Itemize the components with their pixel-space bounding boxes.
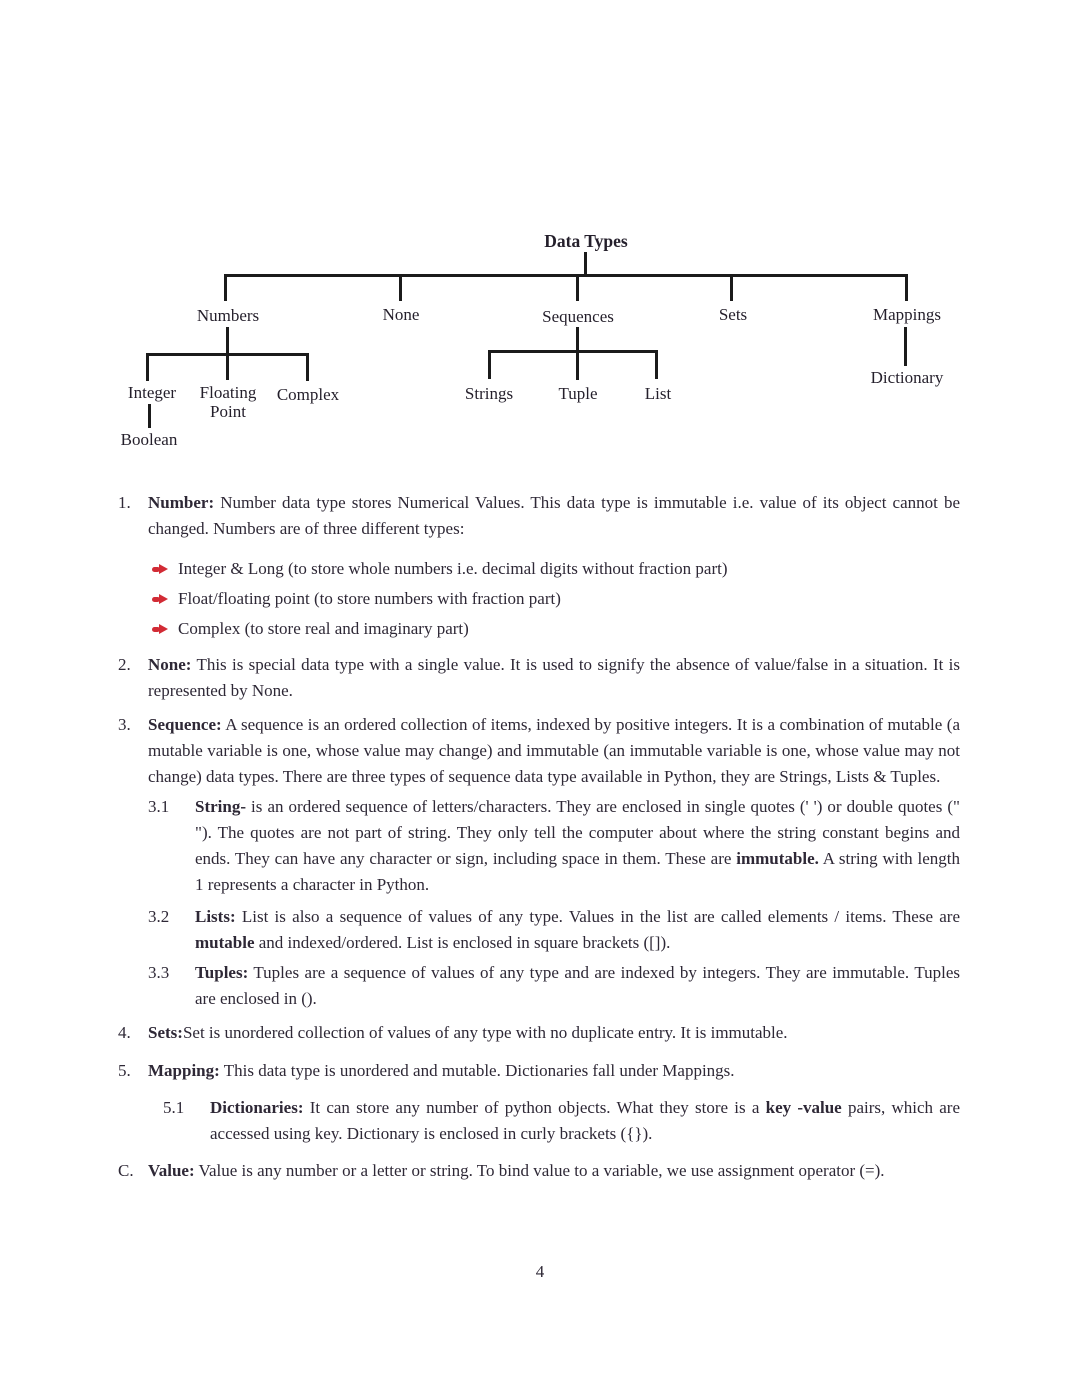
- item-text: This data type is unordered and mutable.…: [219, 1061, 735, 1080]
- tree-connector: [224, 274, 227, 301]
- list-item: Complex (to store real and imaginary par…: [152, 614, 960, 644]
- term-label: Dictionaries:: [210, 1098, 304, 1117]
- list-item: Float/floating point (to store numbers w…: [152, 584, 960, 614]
- tree-node-strings: Strings: [464, 384, 514, 403]
- list-item-string: 3.1 String- is an ordered sequence of le…: [118, 794, 960, 898]
- list-marker: 5.1: [163, 1098, 185, 1117]
- term-label: Tuples:: [195, 963, 249, 982]
- term-label: String-: [195, 797, 246, 816]
- red-arrow-bullet-icon: [152, 624, 178, 634]
- item-text: List is also a sequence of values of any…: [235, 907, 960, 926]
- item-text: Number data type stores Numerical Values…: [148, 493, 960, 538]
- term-label: None:: [148, 655, 192, 674]
- tree-node-integer: Integer: [127, 383, 177, 402]
- term-label: Sets:: [148, 1023, 183, 1042]
- tree-connector: [655, 350, 658, 379]
- term-label: Sequence:: [148, 715, 222, 734]
- list-item-number: 1. Number: Number data type stores Numer…: [118, 490, 960, 542]
- tree-connector: [905, 274, 908, 301]
- emphasis-text: mutable: [195, 933, 255, 952]
- tree-node-complex: Complex: [276, 385, 340, 404]
- list-marker: 4.: [118, 1023, 131, 1042]
- item-text: It can store any number of python object…: [303, 1098, 766, 1117]
- bullet-text: Float/floating point (to store numbers w…: [178, 589, 561, 608]
- list-marker: 3.1: [148, 797, 170, 816]
- item-text: and indexed/ordered. List is enclosed in…: [254, 933, 671, 952]
- tree-node-boolean: Boolean: [120, 430, 178, 449]
- list-item-sets: 4. Sets:Set is unordered collection of v…: [118, 1020, 960, 1046]
- item-text: Value is any number or a letter or strin…: [194, 1161, 885, 1180]
- tree-node-dictionary: Dictionary: [870, 368, 944, 387]
- list-item: Integer & Long (to store whole numbers i…: [152, 554, 960, 584]
- tree-node-floating-point: Floating Point: [199, 383, 257, 421]
- item-text: A string with length 1 represents a char…: [195, 849, 960, 894]
- red-arrow-bullet-icon: [152, 594, 178, 604]
- item-text: This is special data type with a single …: [148, 655, 960, 700]
- tree-connector: [730, 274, 733, 301]
- tree-node-numbers: Numbers: [196, 306, 260, 325]
- item-text: A sequence is an ordered collection of i…: [148, 715, 960, 786]
- term-label: Value:: [148, 1161, 195, 1180]
- tree-connector: [904, 327, 907, 366]
- term-label: Lists:: [195, 907, 236, 926]
- tree-connector: [399, 274, 402, 301]
- list-item-none: 2. None: This is special data type with …: [118, 652, 960, 704]
- list-item-sequence: 3. Sequence: A sequence is an ordered co…: [118, 712, 960, 790]
- list-marker: C.: [118, 1161, 134, 1180]
- red-arrow-bullet-icon: [152, 564, 178, 574]
- list-marker: 3.: [118, 715, 131, 734]
- tree-connector: [306, 353, 309, 381]
- tree-connector: [146, 353, 309, 356]
- tree-connector: [584, 252, 587, 275]
- list-item-tuples: 3.3 Tuples: Tuples are a sequence of val…: [118, 960, 960, 1012]
- list-item-lists: 3.2 Lists: List is also a sequence of va…: [118, 904, 960, 956]
- tree-connector: [576, 327, 579, 380]
- tree-node-tuple: Tuple: [558, 384, 598, 403]
- emphasis-text: key -value: [765, 1098, 842, 1117]
- item-text: is an ordered sequence of letters/charac…: [195, 797, 960, 868]
- emphasis-text: immutable.: [736, 849, 819, 868]
- term-label: Number:: [148, 493, 215, 512]
- list-marker: 2.: [118, 655, 131, 674]
- term-label: Mapping:: [148, 1061, 220, 1080]
- list-marker: 3.2: [148, 907, 170, 926]
- tree-connector: [576, 274, 579, 301]
- tree-node-mappings: Mappings: [873, 305, 941, 324]
- bullet-text: Integer & Long (to store whole numbers i…: [178, 559, 728, 578]
- list-item-value: C. Value: Value is any number or a lette…: [118, 1158, 960, 1184]
- list-item-dictionaries: 5.1 Dictionaries: It can store any numbe…: [118, 1095, 960, 1147]
- body-text: 1. Number: Number data type stores Numer…: [118, 490, 960, 1184]
- item-text: pairs, which are accessed using key. Dic…: [210, 1098, 960, 1143]
- tree-node-list: List: [644, 384, 672, 403]
- bullet-text: Complex (to store real and imaginary par…: [178, 619, 469, 638]
- item-text: Set is unordered collection of values of…: [182, 1023, 788, 1042]
- tree-connector: [488, 350, 658, 353]
- tree-connector: [146, 353, 149, 381]
- list-item-mapping: 5. Mapping: This data type is unordered …: [118, 1058, 960, 1084]
- list-marker: 5.: [118, 1061, 131, 1080]
- tree-node-sequences: Sequences: [542, 307, 614, 326]
- page-number: 4: [535, 1262, 545, 1281]
- tree-node-data-types: Data Types: [544, 231, 628, 251]
- list-marker: 3.3: [148, 963, 170, 982]
- number-types-bullets: Integer & Long (to store whole numbers i…: [118, 554, 960, 644]
- tree-connector: [488, 350, 491, 379]
- item-text: Tuples are a sequence of values of any t…: [195, 963, 960, 1008]
- tree-node-none: None: [382, 305, 420, 324]
- tree-node-sets: Sets: [718, 305, 748, 324]
- list-marker: 1.: [118, 493, 131, 512]
- tree-connector: [224, 274, 908, 277]
- tree-connector: [148, 404, 151, 428]
